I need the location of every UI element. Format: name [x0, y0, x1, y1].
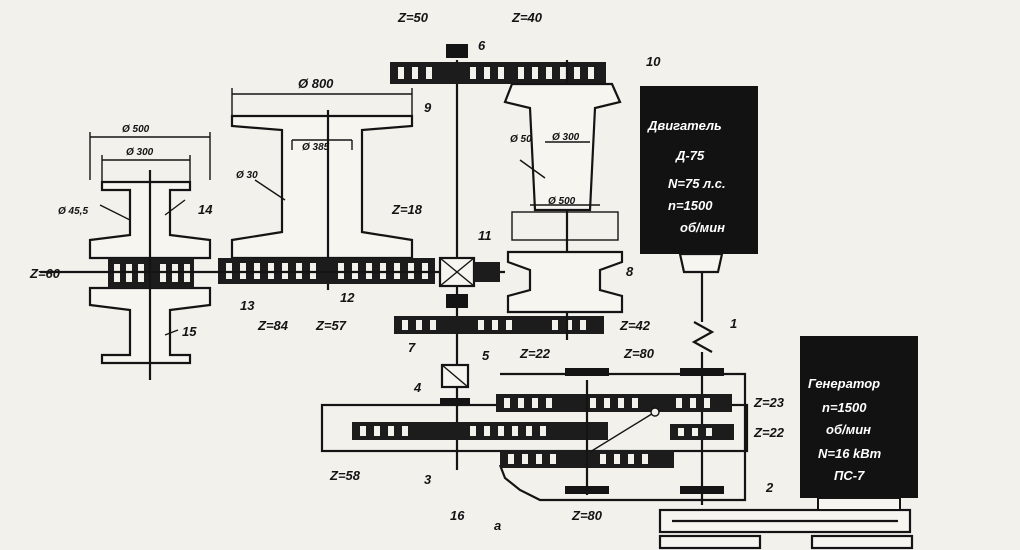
label-n8: 8: [626, 264, 634, 279]
engine-line3: N=75 л.с.: [668, 176, 726, 191]
label-d800: Ø 800: [298, 76, 334, 91]
engine-box: [640, 86, 758, 254]
label-n7: 7: [408, 340, 416, 355]
label-n16: 16: [450, 508, 465, 523]
label-n2: 2: [765, 480, 774, 495]
gear-row-z22-z80: [496, 394, 732, 412]
label-d455: Ø 45,5: [58, 206, 88, 217]
engine: [640, 86, 758, 505]
big-drum: [218, 88, 435, 290]
label-z80a: Z=80: [623, 346, 655, 361]
shift-lever: [589, 411, 656, 453]
engine-line5: об/мин: [680, 220, 725, 235]
label-z50: Z=50: [397, 10, 429, 25]
big-drum-body: [230, 114, 414, 260]
generator-line3: об/мин: [826, 422, 871, 437]
label-n12: 12: [340, 290, 355, 305]
label-d30: Ø 30: [236, 170, 258, 181]
label-zsmall: Z=18: [391, 202, 423, 217]
gearbox: [320, 368, 749, 502]
label-z22b: Z=22: [753, 425, 785, 440]
label-z80b: Z=80: [571, 508, 603, 523]
engine-line1: Двигатель: [647, 118, 722, 133]
label-z40: Z=40: [511, 10, 543, 25]
label-n10: 10: [646, 54, 661, 69]
label-n15: 15: [182, 324, 197, 339]
label-z22a: Z=22: [519, 346, 551, 361]
label-d385: Ø 385: [302, 142, 330, 153]
generator: [800, 336, 918, 511]
label-z23: Z=23: [753, 395, 785, 410]
central-shaft-assembly: [390, 44, 606, 470]
gear-z50: [390, 62, 510, 84]
label-d50: Ø 50: [510, 134, 532, 145]
label-n5: 5: [482, 348, 490, 363]
elastic-coupling-1: [691, 321, 715, 353]
label-n13: 13: [240, 298, 255, 313]
clutch-6: [446, 44, 468, 58]
gear-z18: [474, 262, 500, 282]
generator-box: [800, 336, 918, 498]
label-d500a: Ø 500: [122, 124, 150, 135]
label-n14: 14: [198, 202, 213, 217]
label-n11: 11: [478, 228, 492, 243]
label-na: a: [494, 518, 501, 533]
gearbox-housing: [498, 372, 747, 502]
right-upper-drum: [503, 82, 622, 212]
label-n1: 1: [730, 316, 737, 331]
label-z42: Z=42: [619, 318, 651, 333]
label-z57: Z=57: [315, 318, 347, 333]
generator-line1: Генератор: [808, 376, 880, 391]
label-d500b: Ø 500: [548, 196, 576, 207]
label-n9: 9: [424, 100, 432, 115]
label-z84: Z=84: [257, 318, 289, 333]
gear-z42: [394, 316, 604, 334]
generator-line5: ПС-7: [834, 468, 865, 483]
label-z58: Z=58: [329, 468, 361, 483]
small-drum: [88, 132, 212, 380]
generator-line2: n=1500: [822, 400, 867, 415]
label-d300b: Ø 300: [552, 132, 580, 143]
right-drum-unit: [503, 60, 624, 340]
generator-line4: N=16 kВт: [818, 446, 882, 461]
belt-drive: [658, 508, 914, 550]
engine-line2: Д-75: [675, 148, 705, 163]
right-lower-drum: [506, 250, 624, 314]
label-d300a: Ø 300: [126, 147, 154, 158]
label-n6: 6: [478, 38, 486, 53]
label-n4: 4: [413, 380, 422, 395]
label-z60: Z=60: [29, 266, 61, 281]
engine-line4: n=1500: [668, 198, 713, 213]
label-n3: 3: [424, 472, 432, 487]
labels: Z=50 Z=40 Z=60 Z=84 Z=57 Z=42 Z=22 Z=80 …: [29, 10, 882, 533]
gear-z22-right: [670, 424, 734, 440]
